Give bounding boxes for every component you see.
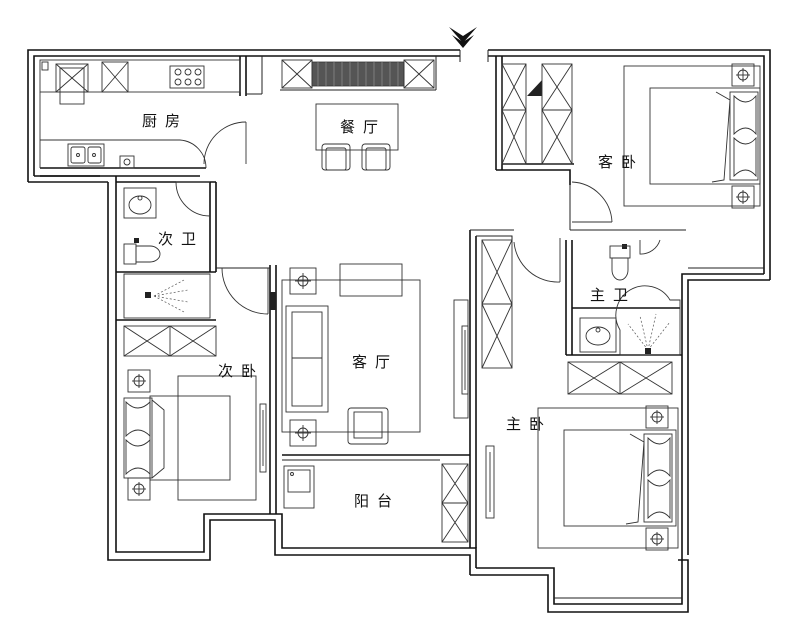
second-bath-fixtures: [123, 187, 211, 319]
master-bath-label: 主卫: [590, 286, 636, 304]
doors: [175, 80, 661, 315]
guest-bedroom-label: 客卧: [598, 153, 644, 171]
kitchen-label: 厨房: [142, 112, 188, 130]
dining-label: 餐厅: [340, 118, 386, 136]
guest-bedroom-fixtures: [501, 63, 764, 269]
kitchen-fixtures: [39, 59, 241, 183]
living-room-label: 客厅: [352, 353, 398, 371]
master-bedroom-label: 主卧: [506, 415, 552, 433]
master-bath-fixtures: [579, 244, 681, 356]
master-bedroom-fixtures: [481, 239, 682, 599]
balcony-label: 阳台: [354, 492, 400, 510]
living-room-fixtures: [281, 263, 469, 447]
second-bedroom-fixtures: [123, 325, 267, 501]
second-bath-label: 次卫: [158, 230, 204, 248]
dining-fixtures: [281, 59, 435, 171]
entrance-arrow-icon: [449, 27, 477, 48]
balcony-fixtures: [283, 463, 469, 549]
second-bedroom-label: 次卧: [218, 362, 264, 380]
